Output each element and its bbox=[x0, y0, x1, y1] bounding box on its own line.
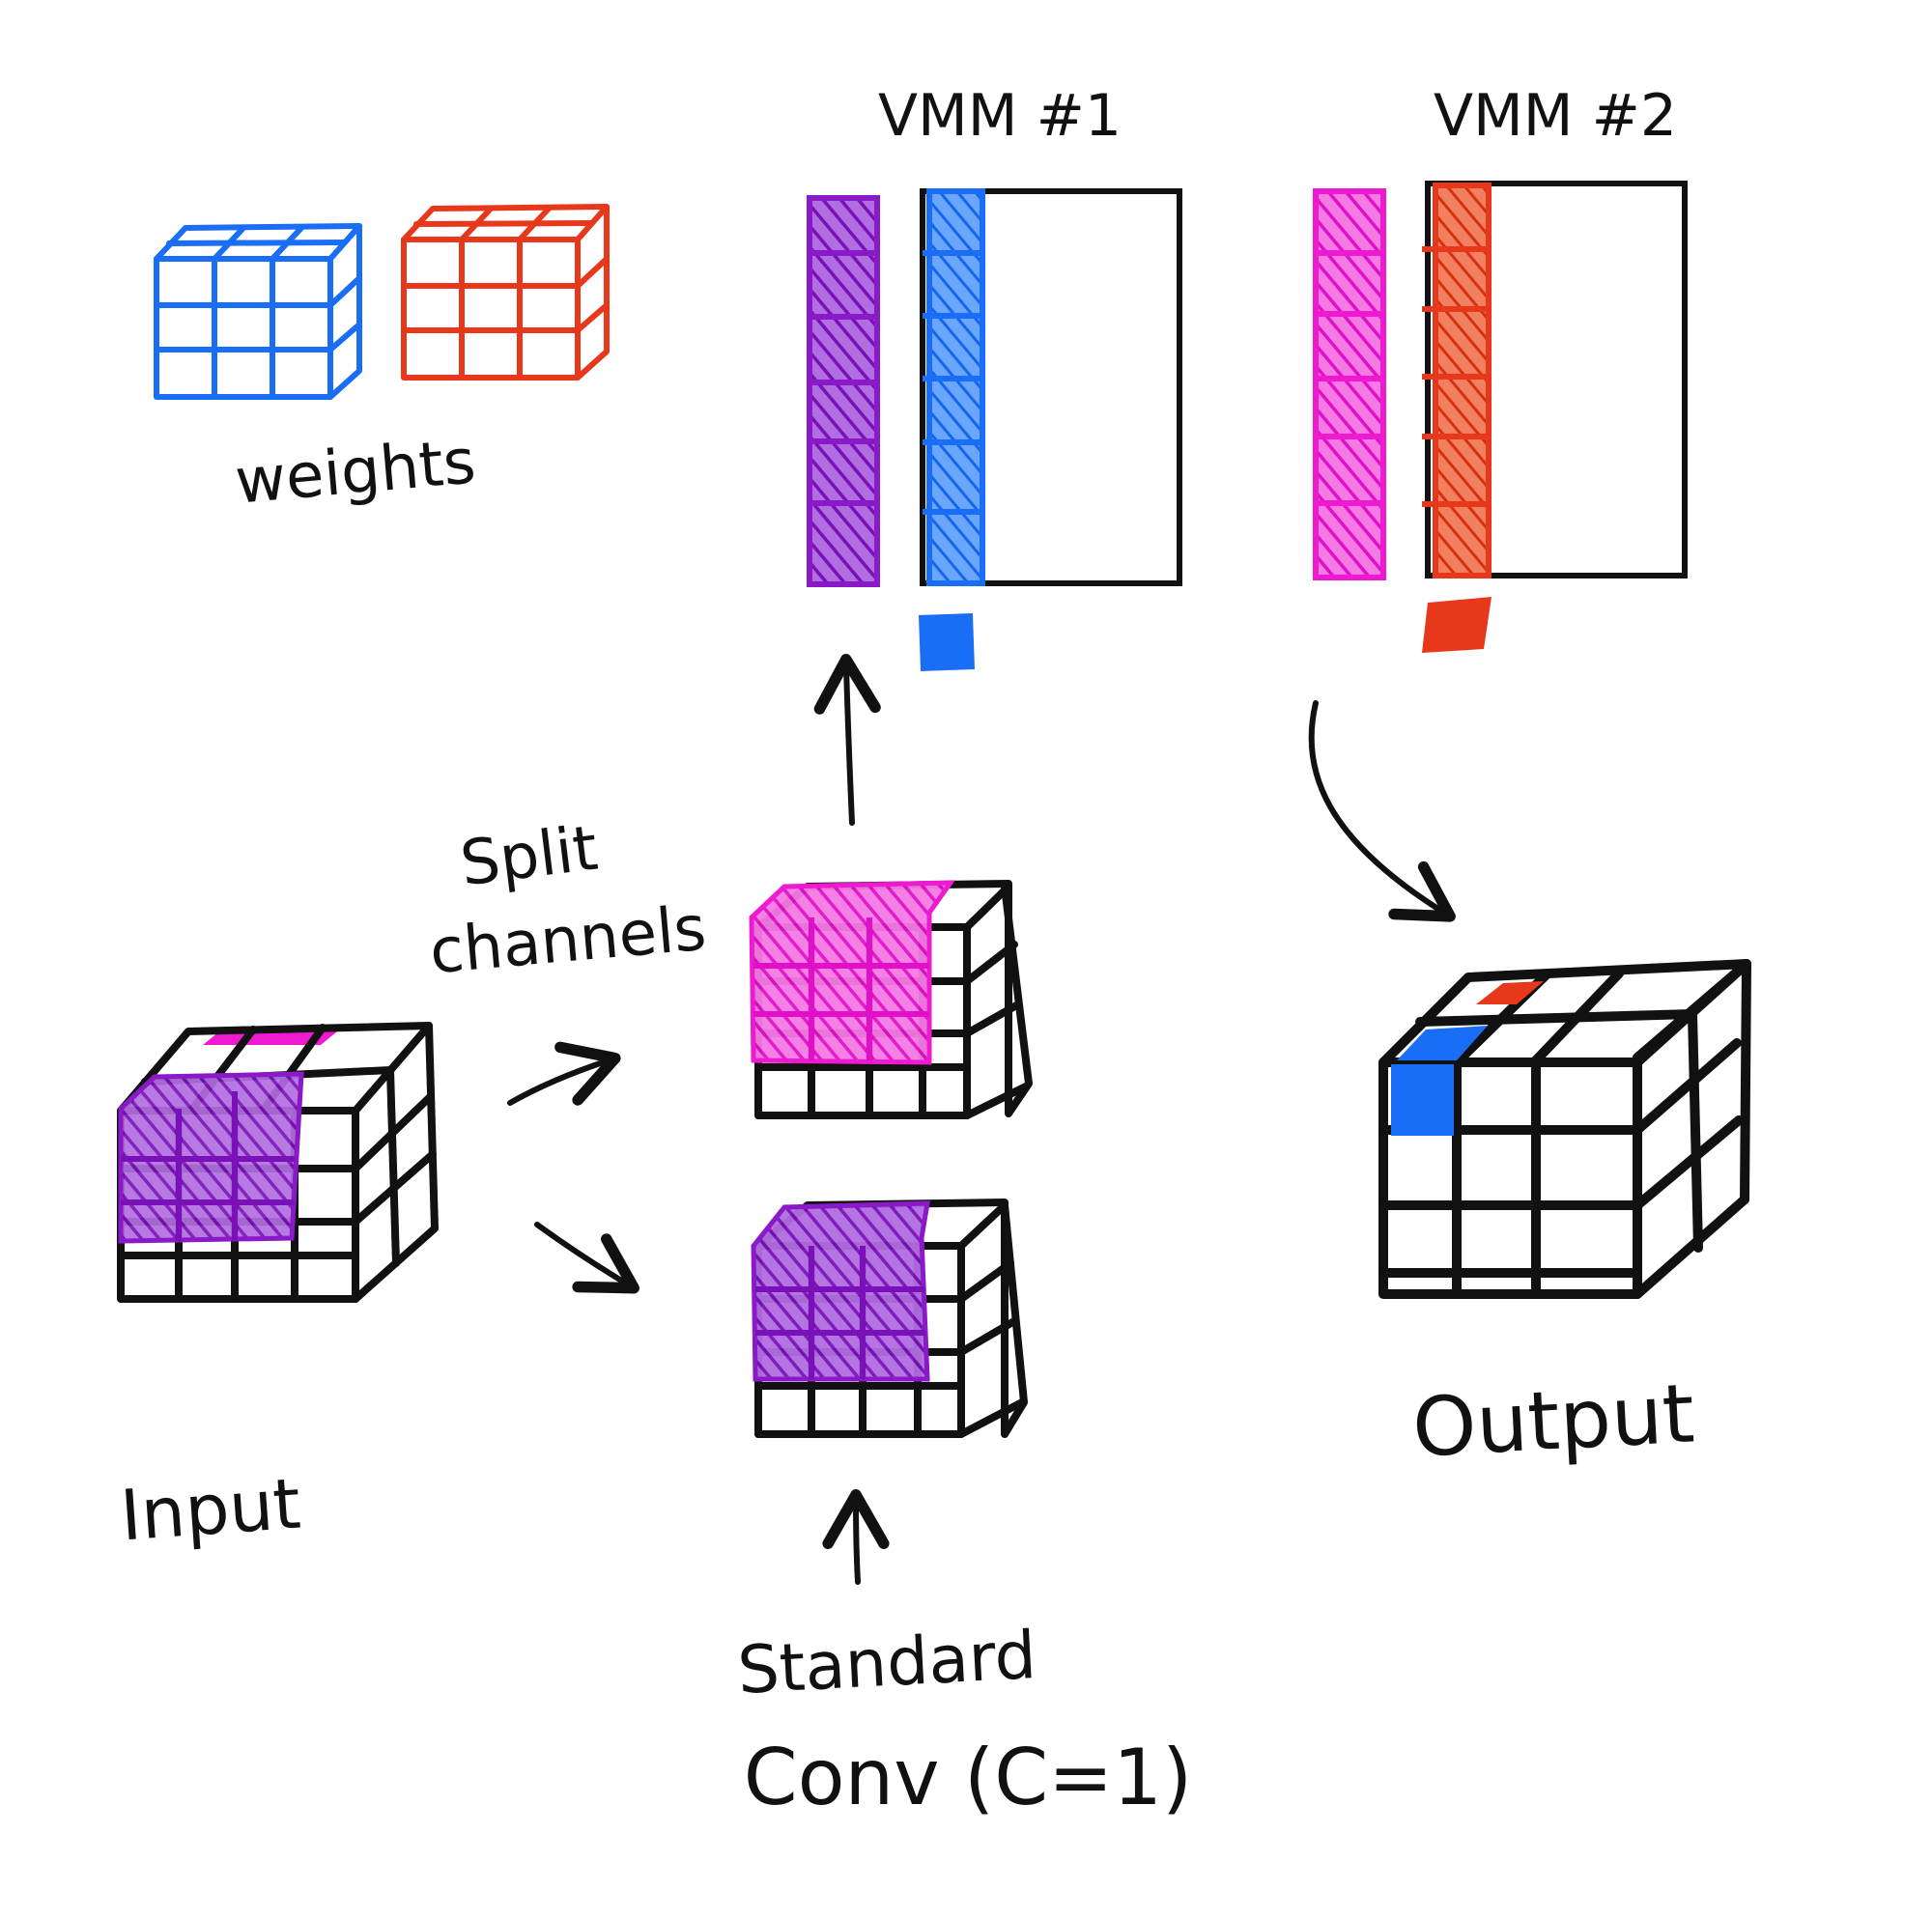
weights-label: weights bbox=[233, 426, 479, 518]
magenta-channel-face bbox=[749, 880, 955, 1065]
vmm2-weight-column bbox=[1433, 183, 1492, 578]
arrow-vmm2-to-output bbox=[1308, 700, 1456, 922]
vmm1-input-vector bbox=[807, 195, 880, 587]
input-cube bbox=[117, 1022, 439, 1303]
vmm1-weight-matrix bbox=[920, 188, 1182, 586]
standard-conv-label-2: Conv (C=1) bbox=[744, 1733, 1193, 1822]
output-cell-red bbox=[1476, 981, 1544, 1004]
input-cube-front-purple bbox=[118, 1071, 304, 1244]
split-channels-label-1: Split bbox=[457, 813, 602, 901]
magenta-channel-cube bbox=[749, 880, 1033, 1119]
output-cell-blue-top bbox=[1397, 1026, 1488, 1060]
vmm2-title: VMM #2 bbox=[1434, 82, 1677, 150]
weights-blue-kernel bbox=[154, 223, 362, 400]
vmm1-output-cell bbox=[919, 613, 975, 671]
output-cell-blue-front bbox=[1391, 1064, 1454, 1136]
split-arrow-up bbox=[507, 1041, 621, 1106]
vmm1-title: VMM #1 bbox=[878, 82, 1122, 150]
input-label: Input bbox=[118, 1463, 303, 1557]
purple-channel-face bbox=[751, 1200, 930, 1382]
weights-red-kernel bbox=[401, 204, 610, 381]
vmm2-input-vector bbox=[1313, 188, 1386, 580]
purple-channel-cube bbox=[751, 1199, 1028, 1438]
vmm2-output-cell bbox=[1422, 597, 1492, 653]
output-label: Output bbox=[1410, 1366, 1697, 1475]
standard-conv-label-1: Standard bbox=[736, 1618, 1038, 1709]
arrow-from-standard-conv bbox=[822, 1489, 890, 1585]
split-channels-label-2: channels bbox=[427, 893, 709, 989]
split-arrow-down bbox=[534, 1222, 639, 1294]
output-cube bbox=[1378, 959, 1751, 1299]
vmm2-weight-matrix bbox=[1422, 181, 1688, 578]
arrow-to-vmm1 bbox=[813, 654, 881, 826]
vmm1-weight-column bbox=[926, 188, 985, 586]
